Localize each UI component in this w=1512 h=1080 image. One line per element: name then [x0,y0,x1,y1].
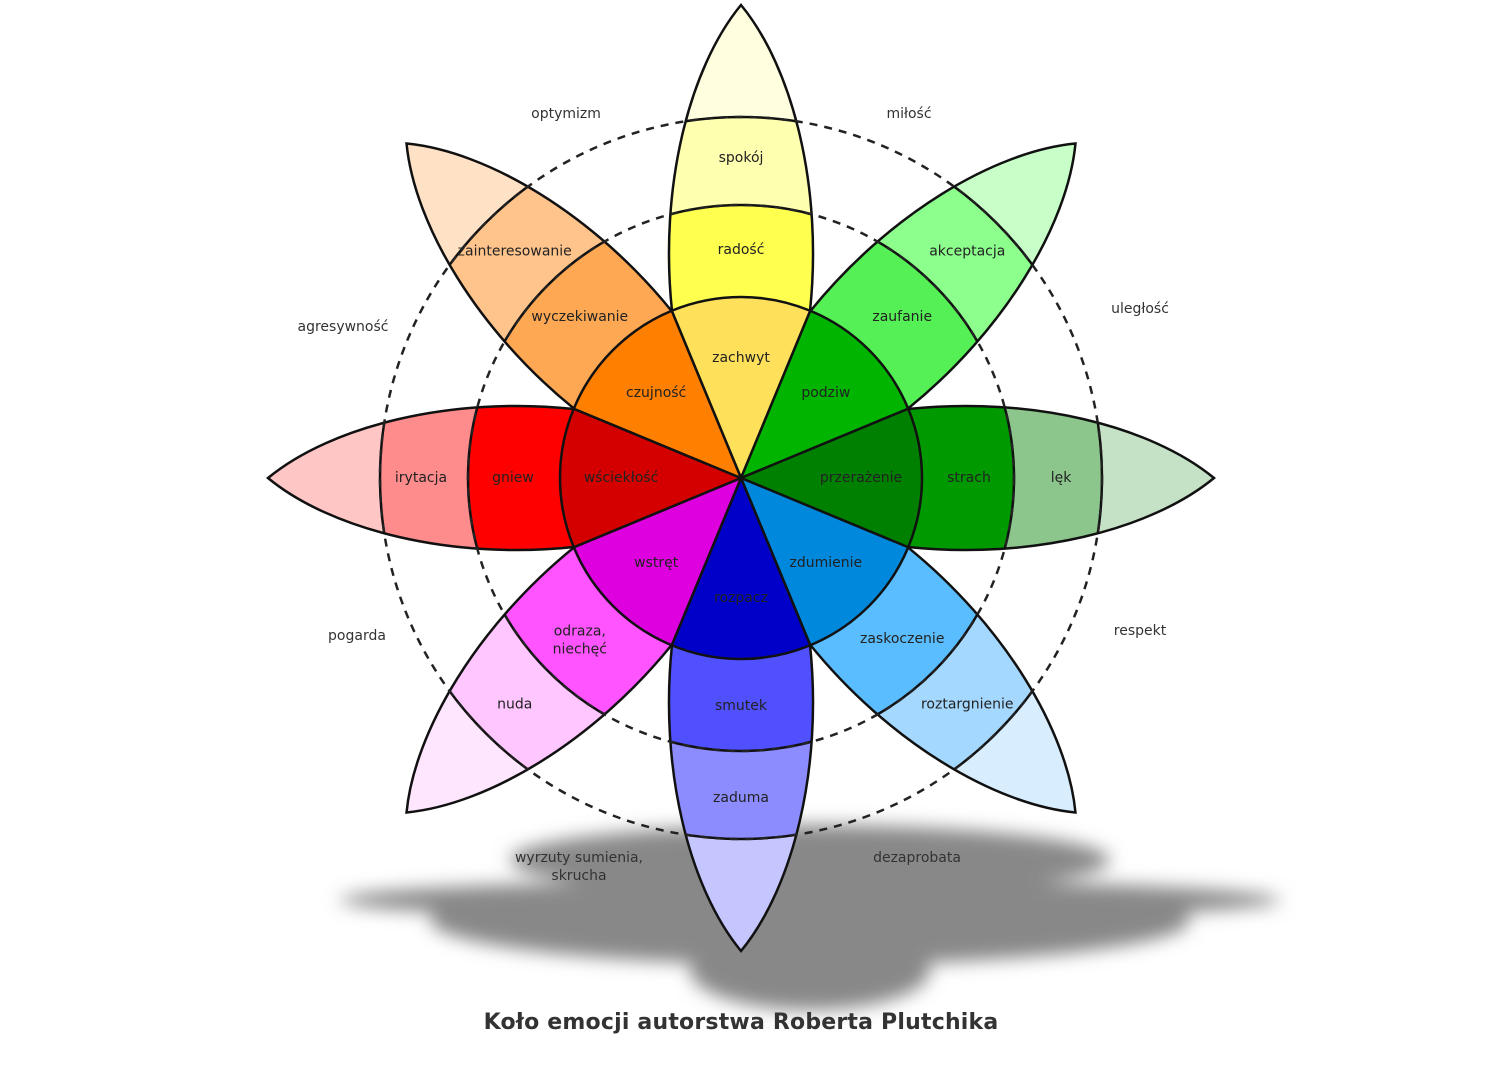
emotion-label: zainteresowanie [458,244,572,260]
emotion-label: zaufanie [872,309,932,325]
dashed-circles [378,115,1104,841]
emotion-label: strach [947,470,991,486]
petal-outline [737,404,1216,552]
emotion-label: roztargnienie [921,696,1014,712]
petal-outline [405,142,744,481]
dyad-label: agresywność [298,319,389,335]
core-disgust [572,475,744,647]
ring-mild [668,478,814,841]
ring-intense [738,309,910,481]
ring-basic [668,478,814,753]
emotion-label: radość [718,242,765,258]
emotion-label: odraza,niechęć [553,624,607,658]
core-sadness [670,474,812,661]
emotion-label: rozpacz [714,590,768,606]
dyad-label: uległość [1111,301,1169,317]
dyad-label: respekt [1114,623,1167,639]
emotion-label: zaskoczenie [860,631,944,647]
ring-intense [737,407,924,549]
dyad-label: wyrzuty sumienia,skrucha [515,850,643,884]
petal-outline [738,142,1077,481]
ring-mild [378,405,741,551]
ring-intense [558,407,745,549]
dyad-label: dezaprobata [873,850,961,866]
emotion-label: irytacja [395,470,447,486]
petal-outline [405,475,744,814]
core-anticipation [572,309,744,481]
emotion-label: lęk [1051,470,1073,486]
emotion-label: podziw [801,385,850,401]
emotion-label: spokój [719,150,764,166]
core-surprise [738,475,910,647]
dyad-label: miłość [886,106,931,122]
ring-intense [738,475,910,647]
emotion-label: wściekłość [584,470,659,486]
emotion-label: smutek [715,698,768,714]
ring-intense [572,475,744,647]
core-joy [670,295,812,482]
emotion-label: zdumienie [790,555,863,571]
dyad-label: pogarda [328,628,386,644]
emotion-label: czujność [626,385,686,401]
emotion-label: zachwyt [712,350,770,366]
core-anger [558,407,745,549]
emotion-label: wyczekiwanie [531,309,628,325]
dyad-label: optymizm [531,106,601,122]
ring-basic [668,203,814,478]
emotion-label: zaduma [713,790,769,806]
core-fear [737,407,924,549]
core-trust [738,309,910,481]
petal-outline [266,404,745,552]
diagram-title: Koło emocji autorstwa Roberta Plutchika [483,1010,999,1035]
emotion-label: akceptacja [929,244,1005,260]
ring-intense [572,309,744,481]
wheel-shadow [340,825,1280,1010]
emotion-label: gniew [492,470,534,486]
emotion-label: wstręt [634,555,679,571]
petal-outline [667,474,815,953]
ring-intense [670,474,812,661]
petal-outline [667,3,815,482]
emotion-label: nuda [497,696,532,712]
emotion-label: przerażenie [820,470,902,486]
petal-outline [738,475,1077,814]
ring-intense [670,295,812,482]
